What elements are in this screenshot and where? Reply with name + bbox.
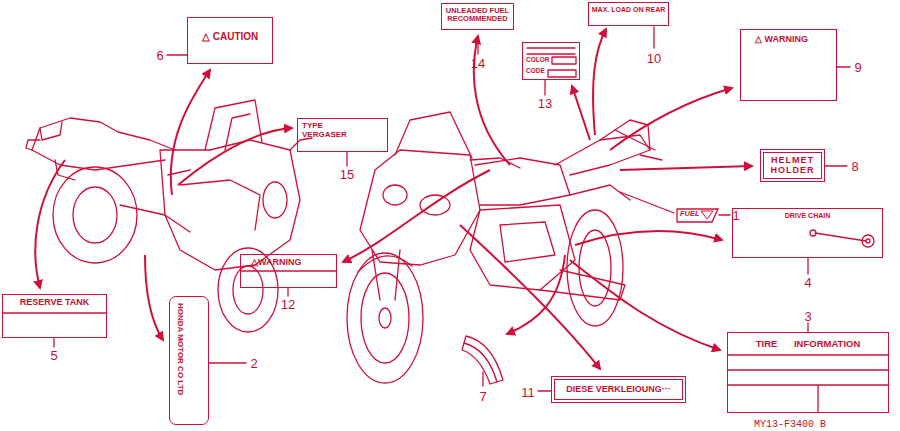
label-box: HELMET HOLDER (760, 149, 825, 182)
fuel-tag-triangle (701, 211, 713, 219)
callout-number: 12 (281, 297, 295, 312)
callout-number: 11 (521, 385, 535, 400)
label-box: △ WARNING (740, 29, 837, 101)
label-box: HONDA MOTOR CO LTD (169, 296, 209, 425)
callout-number: 3 (804, 309, 811, 324)
label-text: HELMET HOLDER (766, 156, 819, 176)
label-box: MAX. LOAD ON REAR (588, 2, 669, 26)
callout-number: 8 (851, 159, 858, 174)
label-text: DIESE VERKLEIOUNG··· (566, 385, 671, 395)
label-text: △ WARNING (755, 35, 808, 45)
label-box: RESERVE TANK (2, 294, 107, 338)
label-text: HONDA MOTOR CO LTD (175, 303, 184, 395)
label-text: MAX. LOAD ON REAR (592, 6, 666, 14)
label-text: DRIVE CHAIN (785, 212, 831, 220)
label-box: △ CAUTION (187, 17, 273, 64)
label-box: COLOR CODE (522, 42, 580, 80)
label-text: COLOR (526, 56, 549, 63)
label-box: △WARNING (240, 254, 337, 288)
callout-number: 6 (156, 48, 163, 63)
label-text: CODE (526, 67, 545, 74)
callout-number: 13 (538, 96, 552, 111)
leader-arrows (35, 29, 752, 369)
label-text: TIRE INFORMATION (756, 339, 861, 349)
label-box: TYPE VERGASER (297, 118, 388, 152)
label-text: △ CAUTION (202, 31, 258, 42)
label-box: DRIVE CHAIN (732, 208, 883, 258)
label-text: TYPE VERGASER (302, 122, 356, 140)
label-text: UNLEADED FUEL RECOMMENDED (444, 7, 511, 24)
label-decorations (3, 48, 888, 412)
label-box: UNLEADED FUEL RECOMMENDED (441, 3, 514, 30)
callout-number: 2 (250, 356, 257, 371)
callout-number: 14 (471, 56, 485, 71)
callout-number: 5 (50, 348, 57, 363)
callout-ticks (54, 27, 850, 391)
drawing-code: MY13-F3400 B (754, 419, 826, 430)
label-text: △WARNING (251, 258, 302, 268)
label-text: RESERVE TANK (20, 298, 90, 308)
label-box: TIRE INFORMATION (727, 332, 889, 413)
fuel-tag-shape (677, 209, 718, 222)
part-sticker-stripe (464, 343, 497, 382)
callout-number: 1 (732, 208, 739, 223)
callout-number: 4 (804, 275, 811, 290)
label-box: FUEL (676, 208, 719, 223)
callout-number: 7 (479, 389, 486, 404)
callout-number: 15 (340, 167, 354, 182)
callout-number: 10 (647, 51, 661, 66)
callout-number: 9 (854, 60, 861, 75)
label-text: FUEL (680, 210, 700, 218)
motorcycle-front-view (347, 112, 662, 383)
label-box: DIESE VERKLEIOUNG··· (551, 376, 686, 403)
